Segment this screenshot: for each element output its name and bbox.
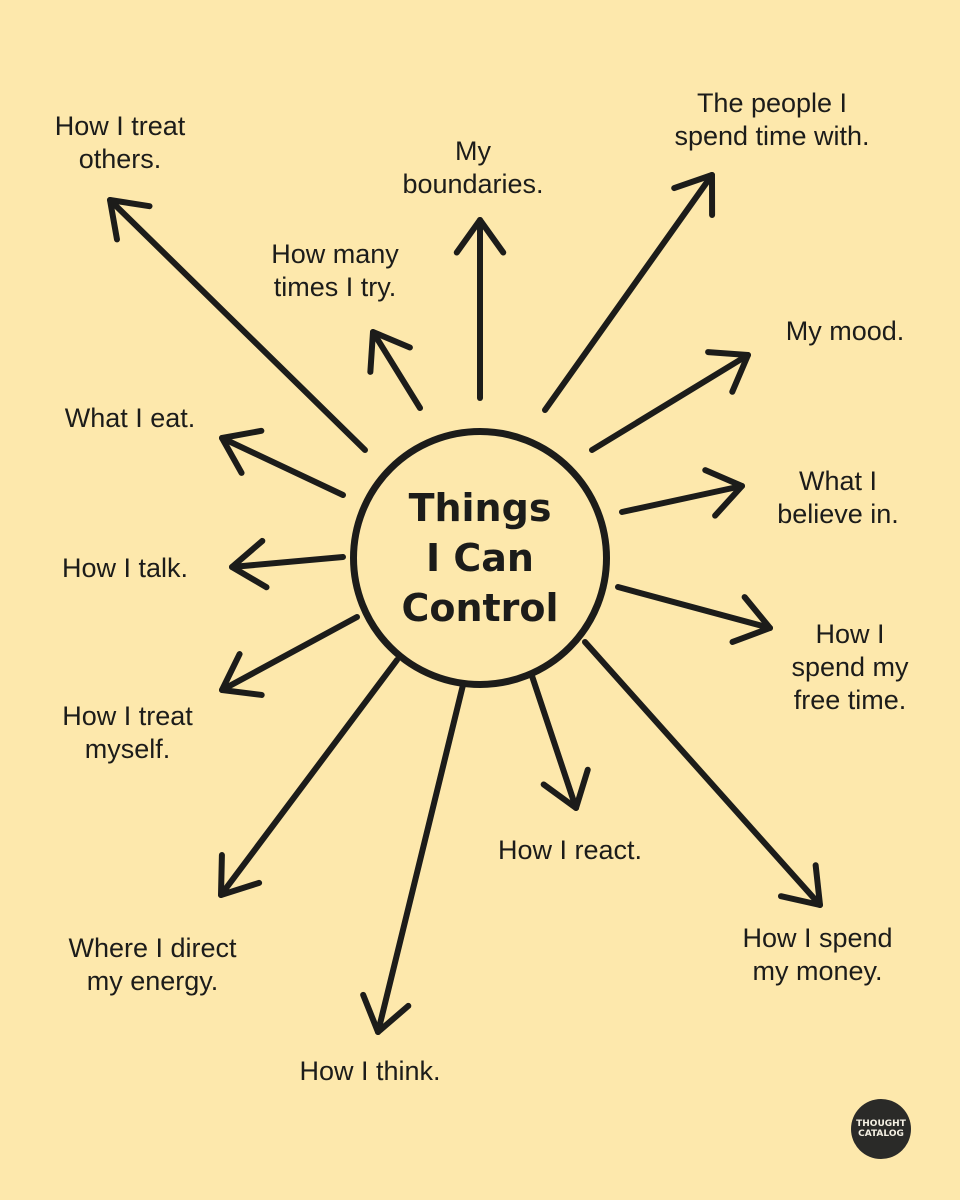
arrow-head-talk bbox=[229, 537, 270, 591]
arrow-shaft-treat-others bbox=[107, 197, 368, 453]
arrow-shaft-eat bbox=[219, 435, 346, 498]
arrow-head-treat-self bbox=[219, 651, 265, 698]
arrow-think bbox=[360, 682, 466, 1035]
arrow-head-think bbox=[360, 991, 412, 1035]
arrow-treat-self bbox=[219, 614, 360, 698]
arrow-people bbox=[542, 172, 716, 413]
arrow-head-treat-others bbox=[107, 197, 153, 243]
arrow-shaft-talk bbox=[229, 554, 346, 570]
arrow-head-tries bbox=[367, 329, 413, 375]
label-mood: My mood. bbox=[785, 316, 905, 346]
arrow-energy bbox=[218, 657, 400, 898]
label-free-time: How I spend my free time. bbox=[791, 619, 909, 715]
arrow-shaft-tries bbox=[370, 329, 423, 411]
arrow-tries bbox=[367, 329, 423, 411]
arrow-talk bbox=[229, 537, 346, 591]
center-circle: Things I Can Control bbox=[350, 428, 610, 688]
label-talk: How I talk. bbox=[61, 553, 189, 583]
arrow-treat-others bbox=[107, 197, 368, 453]
arrow-believe bbox=[619, 467, 745, 519]
label-think: How I think. bbox=[299, 1056, 441, 1086]
arrow-boundaries bbox=[453, 217, 507, 401]
arrow-eat bbox=[219, 427, 346, 498]
arrow-mood bbox=[589, 349, 751, 453]
arrow-head-people bbox=[671, 172, 716, 218]
arrow-head-believe bbox=[702, 467, 745, 519]
thought-catalog-logo: THOUGHT CATALOG bbox=[851, 1099, 911, 1159]
arrow-head-money bbox=[777, 862, 823, 908]
arrow-shaft-treat-self bbox=[219, 614, 360, 693]
arrow-shaft-free-time bbox=[615, 584, 773, 631]
arrow-shaft-mood bbox=[589, 352, 751, 453]
center-title: Things I Can Control bbox=[401, 486, 559, 630]
label-money: How I spend my money. bbox=[742, 923, 893, 986]
arrow-shaft-energy bbox=[218, 657, 400, 898]
arrow-free-time bbox=[615, 584, 773, 645]
arrow-head-eat bbox=[219, 427, 265, 476]
arrow-head-react bbox=[540, 766, 591, 811]
arrow-react bbox=[529, 673, 591, 811]
arrow-head-boundaries bbox=[453, 217, 507, 256]
arrow-shaft-believe bbox=[619, 483, 745, 515]
label-energy: Where I direct my energy. bbox=[68, 933, 237, 996]
arrow-shaft-think bbox=[375, 682, 466, 1035]
arrow-shaft-people bbox=[542, 172, 715, 413]
label-eat: What I eat. bbox=[64, 403, 196, 433]
arrow-head-free-time bbox=[729, 594, 773, 645]
label-boundaries: My boundaries. bbox=[402, 136, 544, 199]
arrow-shaft-react bbox=[529, 673, 579, 811]
label-believe: What I believe in. bbox=[777, 466, 899, 529]
arrow-shaft-money bbox=[582, 639, 823, 908]
label-treat-self: How I treat myself. bbox=[62, 701, 193, 764]
arrow-head-mood bbox=[705, 349, 751, 395]
label-react: How I react. bbox=[497, 835, 643, 865]
label-tries: How many times I try. bbox=[271, 239, 399, 302]
label-treat-others: How I treat others. bbox=[54, 111, 186, 174]
label-people: The people I spend time with. bbox=[674, 88, 870, 151]
arrow-money bbox=[582, 639, 823, 908]
arrow-head-energy bbox=[218, 852, 263, 898]
